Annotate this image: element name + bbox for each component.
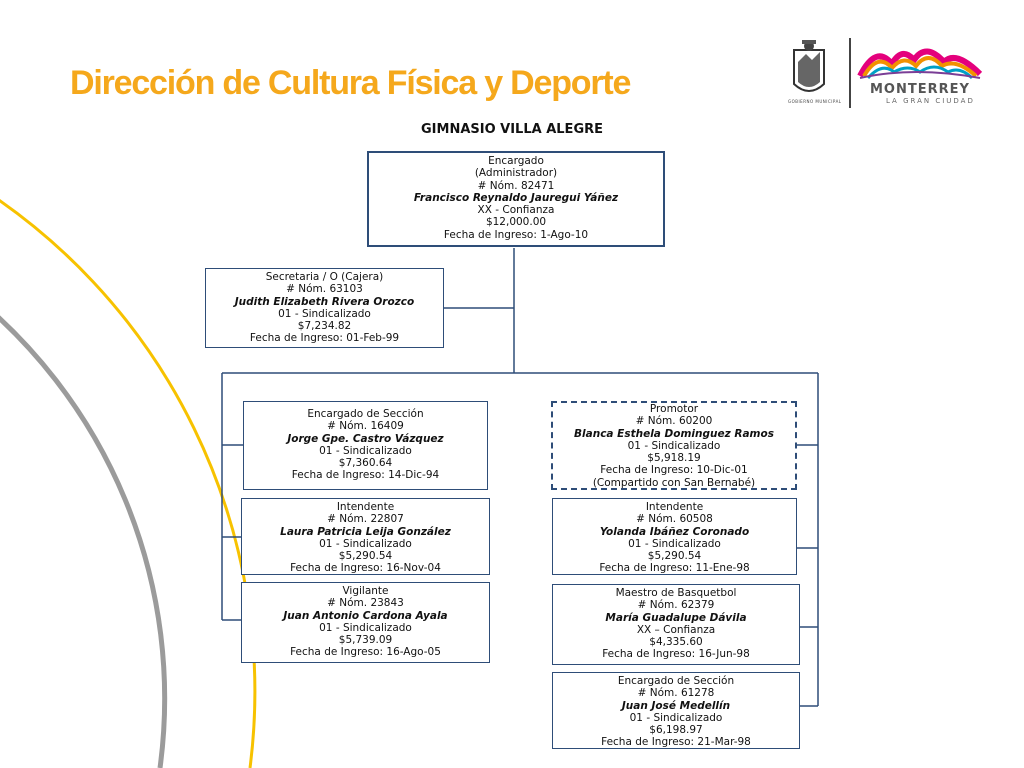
director-box: Encargado (Administrador) # Nóm. 82471 F… bbox=[367, 151, 665, 247]
staff-category: 01 - Sindicalizado bbox=[319, 444, 412, 457]
staff-salary: $7,360.64 bbox=[338, 457, 393, 470]
director-name: Francisco Reynaldo Jauregui Yáñez bbox=[413, 191, 619, 204]
municipal-shield-icon bbox=[793, 40, 825, 92]
staff-role: Encargado de Sección bbox=[617, 675, 735, 687]
staff-name: Jorge Gpe. Castro Vázquez bbox=[287, 432, 444, 445]
yellow-arc bbox=[0, 199, 257, 768]
secretary-category: 01 - Sindicalizado bbox=[278, 307, 371, 320]
right-box-section-manager: Encargado de Sección # Nóm. 61278 Juan J… bbox=[552, 672, 800, 749]
staff-hire-date: Fecha de Ingreso: 10-Dic-01 bbox=[600, 464, 748, 477]
staff-payroll-number: # Nóm. 60508 bbox=[636, 513, 713, 526]
staff-payroll-number: # Nóm. 23843 bbox=[327, 597, 404, 610]
secretary-salary: $7,234.82 bbox=[297, 320, 352, 333]
staff-hire-date: Fecha de Ingreso: 21-Mar-98 bbox=[601, 736, 751, 749]
staff-hire-date: Fecha de Ingreso: 14-Dic-94 bbox=[291, 469, 440, 482]
staff-role: Maestro de Basquetbol bbox=[615, 587, 737, 599]
page-title: Dirección de Cultura Física y Deporte bbox=[70, 64, 631, 102]
staff-salary: $5,290.54 bbox=[647, 550, 702, 563]
staff-name: Laura Patricia Leija González bbox=[280, 525, 451, 538]
staff-salary: $4,335.60 bbox=[649, 636, 703, 649]
secretary-role: Secretaria / O (Cajera) bbox=[265, 271, 384, 283]
org-chart-subtitle: GIMNASIO VILLA ALEGRE bbox=[421, 122, 603, 137]
staff-salary: $6,198.97 bbox=[649, 724, 703, 737]
staff-salary: $5,918.19 bbox=[647, 452, 701, 465]
right-box-janitor: Intendente # Nóm. 60508 Yolanda Ibáñez C… bbox=[552, 498, 797, 575]
shield-caption: GOBIERNO MUNICIPAL bbox=[788, 99, 842, 104]
staff-name: Yolanda Ibáñez Coronado bbox=[599, 525, 750, 538]
director-role: Encargado bbox=[488, 155, 544, 167]
staff-hire-date: Fecha de Ingreso: 11-Ene-98 bbox=[599, 562, 750, 575]
staff-category: 01 - Sindicalizado bbox=[319, 621, 412, 634]
staff-category: 01 - Sindicalizado bbox=[627, 439, 721, 452]
staff-role: Vigilante bbox=[342, 585, 389, 597]
director-role-detail: (Administrador) bbox=[474, 167, 558, 180]
staff-note: (Compartido con San Bernabé) bbox=[592, 476, 756, 489]
staff-hire-date: Fecha de Ingreso: 16-Ago-05 bbox=[290, 646, 441, 659]
secretary-name: Judith Elizabeth Rivera Orozco bbox=[234, 295, 415, 308]
secretary-box: Secretaria / O (Cajera) # Nóm. 63103 Jud… bbox=[205, 268, 444, 348]
staff-role: Intendente bbox=[336, 501, 395, 513]
staff-salary: $5,739.09 bbox=[338, 634, 393, 647]
staff-name: Juan José Medellín bbox=[621, 699, 731, 712]
director-hire-date: Fecha de Ingreso: 1-Ago-10 bbox=[443, 228, 589, 241]
left-box-section-manager: Encargado de Sección # Nóm. 16409 Jorge … bbox=[243, 401, 488, 490]
staff-category: 01 - Sindicalizado bbox=[629, 711, 723, 724]
staff-payroll-number: # Nóm. 60200 bbox=[635, 415, 713, 428]
monterrey-logos bbox=[793, 38, 983, 108]
right-box-basketball-coach: Maestro de Basquetbol # Nóm. 62379 María… bbox=[552, 584, 800, 665]
staff-payroll-number: # Nóm. 62379 bbox=[637, 599, 715, 612]
secretary-hire-date: Fecha de Ingreso: 01-Feb-99 bbox=[249, 332, 400, 345]
left-box-guard: Vigilante # Nóm. 23843 Juan Antonio Card… bbox=[241, 582, 490, 663]
secretary-payroll-number: # Nóm. 63103 bbox=[286, 283, 363, 296]
staff-name: María Guadalupe Dávila bbox=[605, 611, 747, 624]
monterrey-mountain-icon bbox=[857, 48, 983, 80]
staff-category: 01 - Sindicalizado bbox=[628, 537, 721, 550]
staff-payroll-number: # Nóm. 22807 bbox=[327, 513, 404, 526]
staff-role: Promotor bbox=[649, 403, 699, 415]
left-box-janitor: Intendente # Nóm. 22807 Laura Patricia L… bbox=[241, 498, 490, 575]
staff-name: Blanca Esthela Dominguez Ramos bbox=[574, 427, 774, 440]
staff-hire-date: Fecha de Ingreso: 16-Jun-98 bbox=[602, 648, 750, 661]
gray-arc bbox=[0, 315, 168, 768]
staff-role: Encargado de Sección bbox=[307, 408, 424, 420]
staff-role: Intendente bbox=[645, 501, 704, 513]
director-payroll-number: # Nóm. 82471 bbox=[477, 179, 555, 192]
director-salary: $12,000.00 bbox=[485, 216, 547, 229]
city-name: MONTERREY bbox=[870, 82, 970, 97]
staff-salary: $5,290.54 bbox=[338, 550, 393, 563]
staff-payroll-number: # Nóm. 16409 bbox=[327, 420, 404, 433]
director-category: XX - Confianza bbox=[477, 204, 555, 217]
staff-payroll-number: # Nóm. 61278 bbox=[637, 687, 715, 700]
staff-category: 01 - Sindicalizado bbox=[319, 537, 412, 550]
staff-name: Juan Antonio Cardona Ayala bbox=[283, 609, 448, 622]
staff-category: XX – Confianza bbox=[636, 623, 716, 636]
city-tagline: LA GRAN CIUDAD bbox=[886, 97, 975, 105]
staff-hire-date: Fecha de Ingreso: 16-Nov-04 bbox=[290, 562, 441, 575]
right-box-promoter: Promotor # Nóm. 60200 Blanca Esthela Dom… bbox=[551, 401, 797, 490]
